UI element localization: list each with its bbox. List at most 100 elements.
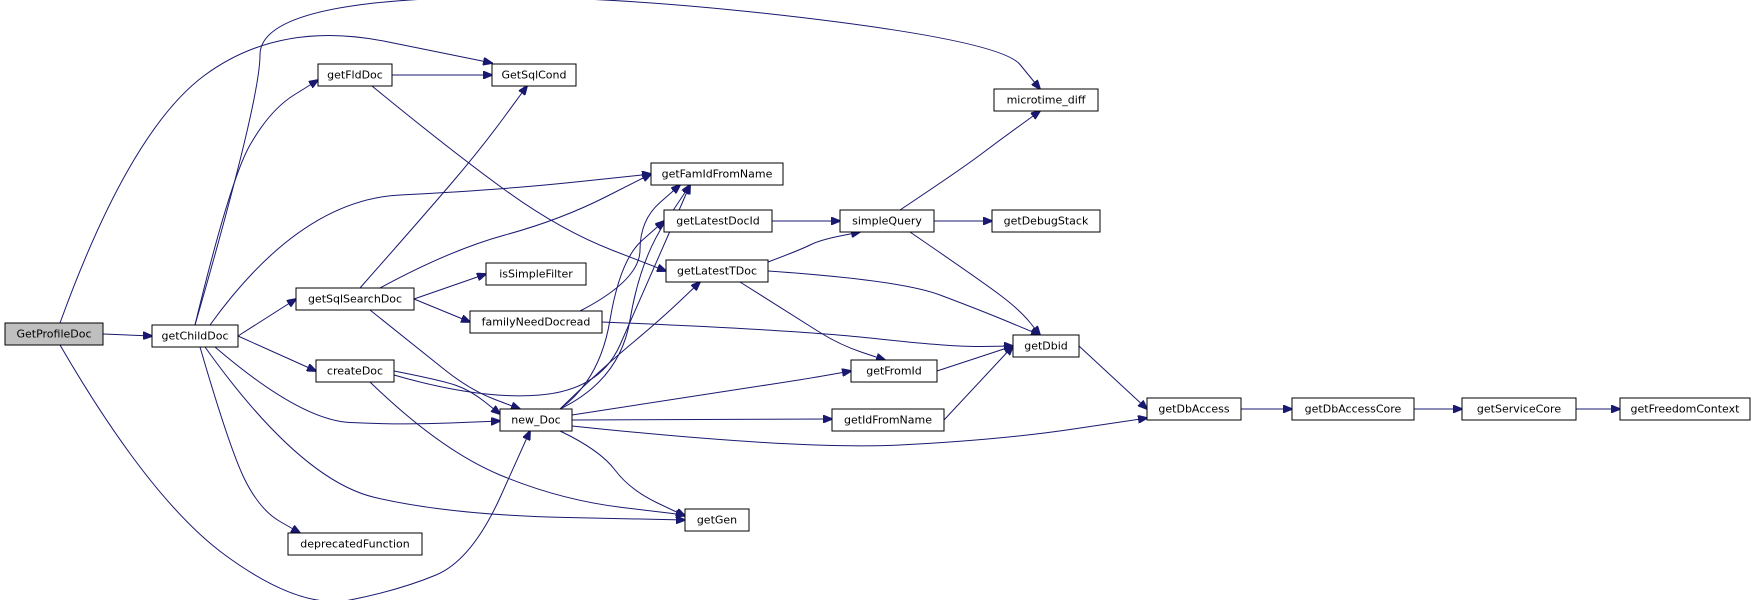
- node-box[interactable]: [4, 322, 104, 346]
- edge-getFromId-to-getDbid: [936, 346, 1013, 372]
- node-label: getServiceCore: [1477, 403, 1561, 416]
- node-box[interactable]: [491, 63, 577, 87]
- node-getFreedomContext[interactable]: getFreedomContext: [1619, 397, 1751, 421]
- node-box[interactable]: [317, 63, 393, 87]
- node-getIdFromName[interactable]: getIdFromName: [831, 408, 945, 432]
- edge-getSqlSearchDoc-to-GetSqlCond: [359, 86, 527, 289]
- node-box[interactable]: [1012, 334, 1080, 358]
- node-box[interactable]: [839, 209, 935, 233]
- node-box[interactable]: [850, 359, 938, 383]
- edge-getSqlSearchDoc-to-getFamIdFromName: [379, 174, 651, 289]
- edge-createDoc-to-getGen: [369, 381, 685, 515]
- node-label: getFamIdFromName: [662, 168, 773, 181]
- node-box[interactable]: [684, 508, 750, 532]
- node-label: getDbAccessCore: [1305, 403, 1402, 416]
- node-label: getSqlSearchDoc: [308, 293, 402, 306]
- node-new_Doc[interactable]: new_Doc: [499, 408, 573, 432]
- node-isSimpleFilter[interactable]: isSimpleFilter: [485, 262, 587, 286]
- edge-GetProfileDoc-to-GetSqlCond: [59, 34, 492, 324]
- edges-layer: [59, 0, 1620, 600]
- node-box[interactable]: [1461, 397, 1577, 421]
- edge-getChildDoc-to-createDoc: [237, 335, 316, 371]
- edge-new_Doc-to-getLatestTDoc: [559, 282, 700, 410]
- node-microtime_diff[interactable]: microtime_diff: [993, 88, 1099, 112]
- node-box[interactable]: [993, 88, 1099, 112]
- node-createDoc[interactable]: createDoc: [315, 359, 395, 383]
- node-box[interactable]: [665, 259, 769, 283]
- nodes-layer: GetProfileDoc getChildDoc getFldDoc GetSqlC…: [4, 63, 1751, 556]
- edge-getChildDoc-to-getGen: [204, 346, 685, 520]
- node-box[interactable]: [831, 408, 945, 432]
- edge-getChildDoc-to-new_Doc: [214, 346, 500, 424]
- node-box[interactable]: [295, 287, 415, 311]
- node-label: getFldDoc: [327, 69, 383, 82]
- node-deprecatedFunction[interactable]: deprecatedFunction: [287, 532, 423, 556]
- node-box[interactable]: [650, 162, 784, 186]
- edge-getSqlSearchDoc-to-familyNeedDocread: [413, 298, 470, 322]
- node-getServiceCore[interactable]: getServiceCore: [1461, 397, 1577, 421]
- node-label: getGen: [697, 514, 737, 527]
- edge-GetProfileDoc-to-getChildDoc: [102, 334, 152, 336]
- node-GetProfileDoc[interactable]: GetProfileDoc: [4, 322, 104, 346]
- node-box[interactable]: [991, 209, 1101, 233]
- edge-getChildDoc-to-deprecatedFunction: [199, 346, 300, 533]
- edge-getChildDoc-to-getSqlSearchDoc: [237, 299, 296, 337]
- edge-getIdFromName-to-getDbid: [943, 346, 1013, 421]
- edge-new_Doc-to-getFamIdFromName: [559, 185, 690, 410]
- node-label: getDebugStack: [1004, 215, 1089, 228]
- node-getDbAccessCore[interactable]: getDbAccessCore: [1291, 397, 1415, 421]
- edge-getChildDoc-to-getFldDoc: [194, 80, 318, 326]
- node-getLatestTDoc[interactable]: getLatestTDoc: [665, 259, 769, 283]
- node-getFldDoc[interactable]: getFldDoc: [317, 63, 393, 87]
- node-box[interactable]: [1291, 397, 1415, 421]
- node-box[interactable]: [663, 209, 773, 233]
- node-box[interactable]: [469, 310, 603, 334]
- node-label: getLatestDocId: [676, 215, 760, 228]
- node-box[interactable]: [315, 359, 395, 383]
- edge-simpleQuery-to-microtime_diff: [899, 111, 1040, 211]
- node-getSqlSearchDoc[interactable]: getSqlSearchDoc: [295, 287, 415, 311]
- node-label: deprecatedFunction: [300, 538, 409, 551]
- edge-getChildDoc-to-microtime_diff: [194, 0, 1040, 326]
- node-familyNeedDocread[interactable]: familyNeedDocread: [469, 310, 603, 334]
- node-getDbid[interactable]: getDbid: [1012, 334, 1080, 358]
- node-getLatestDocId[interactable]: getLatestDocId: [663, 209, 773, 233]
- node-label: familyNeedDocread: [482, 316, 591, 329]
- edge-getLatestTDoc-to-getFromId: [739, 281, 885, 360]
- node-getFamIdFromName[interactable]: getFamIdFromName: [650, 162, 784, 186]
- edge-getDbid-to-getDbAccess: [1078, 345, 1147, 409]
- node-label: isSimpleFilter: [499, 268, 573, 281]
- node-getGen[interactable]: getGen: [684, 508, 750, 532]
- node-getChildDoc[interactable]: getChildDoc: [151, 324, 239, 348]
- node-box[interactable]: [287, 532, 423, 556]
- edge-new_Doc-to-getFromId: [571, 371, 851, 416]
- edge-new_Doc-to-getIdFromName: [571, 419, 832, 420]
- node-label: createDoc: [327, 365, 383, 378]
- node-simpleQuery[interactable]: simpleQuery: [839, 209, 935, 233]
- edge-createDoc-to-new_Doc: [393, 370, 500, 414]
- node-GetSqlCond[interactable]: GetSqlCond: [491, 63, 577, 87]
- edge-getLatestTDoc-to-getDbid: [767, 270, 1040, 335]
- node-label: getIdFromName: [844, 414, 932, 427]
- edge-simpleQuery-to-getDbid: [909, 231, 1040, 335]
- node-label: new_Doc: [511, 414, 560, 427]
- node-label: getFreedomContext: [1631, 403, 1741, 416]
- edge-getChildDoc-to-getFamIdFromName: [209, 174, 651, 326]
- node-label: GetProfileDoc: [16, 328, 91, 341]
- node-label: getChildDoc: [161, 330, 228, 343]
- node-label: getFromId: [866, 365, 922, 378]
- node-box[interactable]: [1619, 397, 1751, 421]
- node-getFromId[interactable]: getFromId: [850, 359, 938, 383]
- edge-getLatestTDoc-to-simpleQuery: [767, 232, 860, 263]
- node-box[interactable]: [151, 324, 239, 348]
- node-getDbAccess[interactable]: getDbAccess: [1146, 397, 1242, 421]
- node-box[interactable]: [499, 408, 573, 432]
- node-box[interactable]: [1146, 397, 1242, 421]
- node-label: microtime_diff: [1007, 94, 1086, 107]
- edge-getFldDoc-to-getLatestTDoc: [371, 85, 666, 271]
- node-box[interactable]: [485, 262, 587, 286]
- node-getDebugStack[interactable]: getDebugStack: [991, 209, 1101, 233]
- edge-new_Doc-to-getDbAccess: [571, 418, 1147, 447]
- edge-new_Doc-to-getGen: [559, 430, 685, 516]
